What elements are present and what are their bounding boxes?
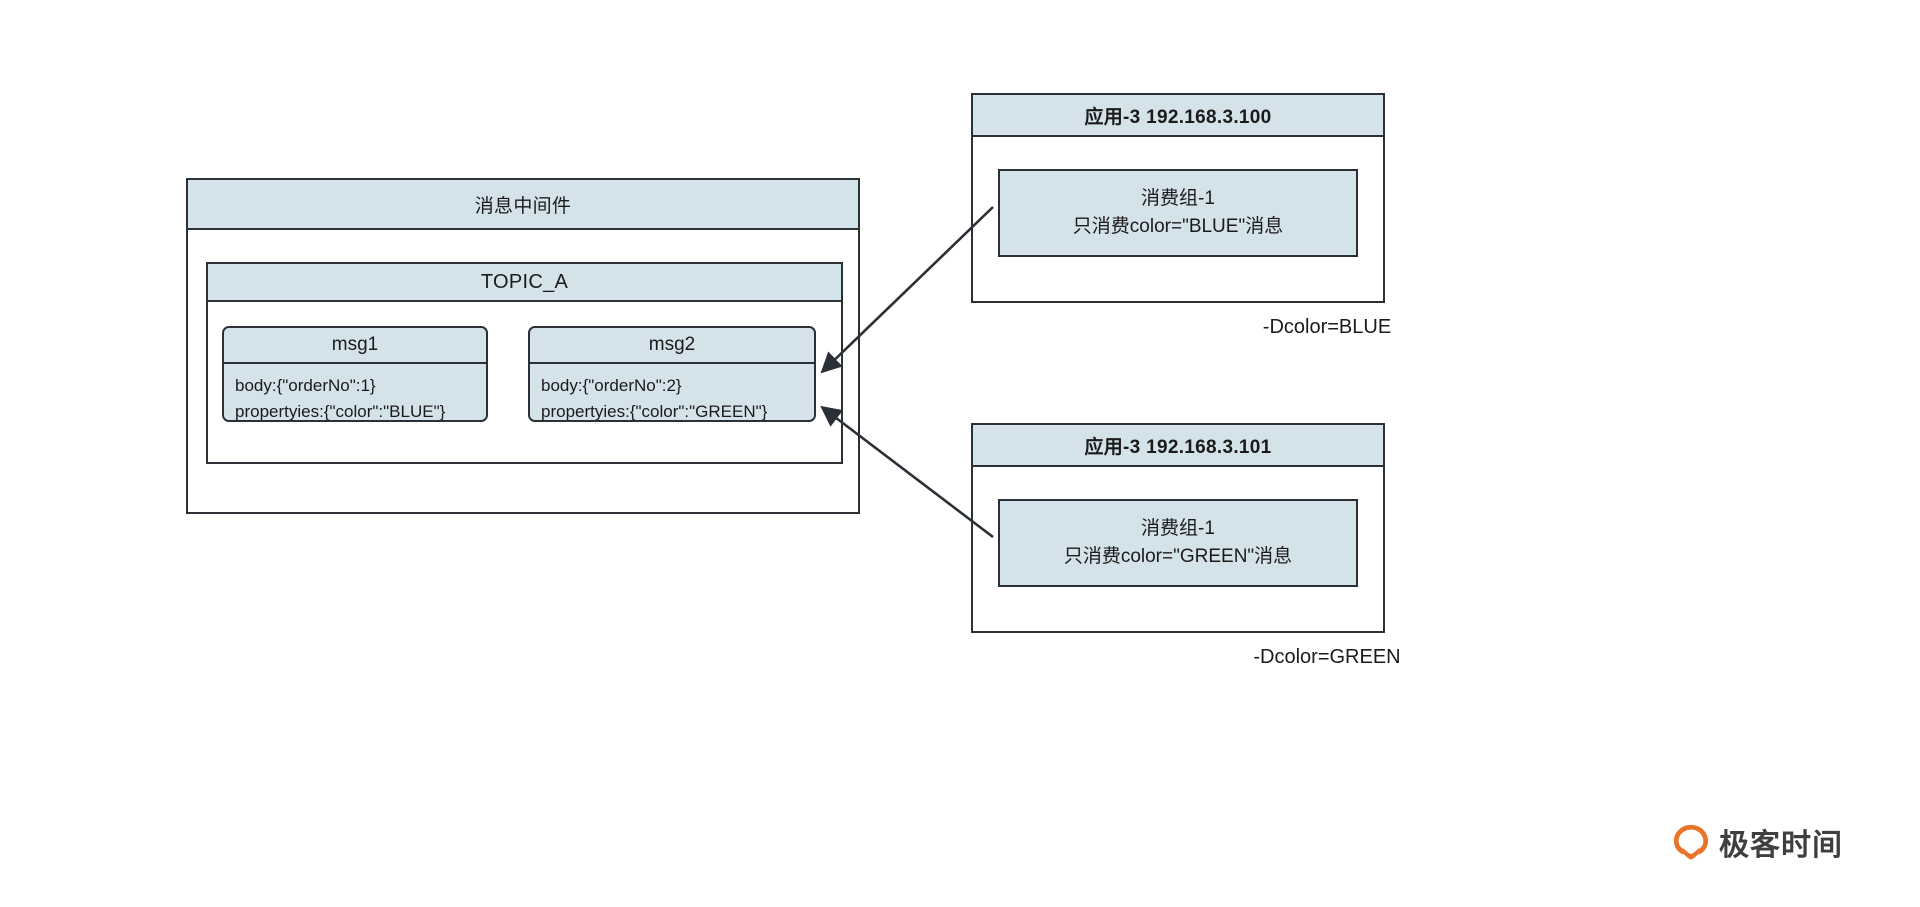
consumer-group-box-green: 消费组-1 只消费color="GREEN"消息 [998,499,1358,587]
message-body-msg2: body:{"orderNo":2} propertyies:{"color":… [530,364,814,422]
message-properties-line-msg2: propertyies:{"color":"GREEN"} [541,402,768,422]
consumer-group-rule-green: 只消费color="GREEN"消息 [1063,546,1293,567]
message-body-line-msg2: body:{"orderNo":2} [541,376,682,395]
jvm-flag-label-green: -Dcolor=GREEN [1253,646,1401,668]
message-body-line-msg1: body:{"orderNo":1} [235,376,376,395]
topic-title: TOPIC_A [208,264,841,302]
geekbang-circle-logo-icon [1673,824,1709,860]
message-middleware-box: 消息中间件 TOPIC_A msg1 body:{"orderNo":1} pr… [186,178,860,514]
consumer-group-name-green: 消费组-1 [1141,517,1215,539]
consumer-group-name-blue: 消费组-1 [1141,187,1215,209]
consumer-group-rule-blue: 只消费color="BLUE"消息 [1072,216,1284,237]
app-panel-192-168-3-100: 应用-3 192.168.3.100 消费组-1 只消费color="BLUE"… [971,93,1385,303]
message-card-msg1: msg1 body:{"orderNo":1} propertyies:{"co… [222,326,488,422]
message-card-msg2: msg2 body:{"orderNo":2} propertyies:{"co… [528,326,816,422]
consumer-group-box-blue: 消费组-1 只消费color="BLUE"消息 [998,169,1358,257]
message-body-msg1: body:{"orderNo":1} propertyies:{"color":… [224,364,486,422]
message-name-msg1: msg1 [224,328,486,364]
brand-name: 极客时间 [1719,829,1843,862]
app-panel-192-168-3-101: 应用-3 192.168.3.101 消费组-1 只消费color="GREEN… [971,423,1385,633]
app-title-192-168-3-101: 应用-3 192.168.3.101 [973,425,1383,467]
topic-box: TOPIC_A msg1 body:{"orderNo":1} property… [206,262,843,464]
app-title-192-168-3-100: 应用-3 192.168.3.100 [973,95,1383,137]
message-properties-line-msg1: propertyies:{"color":"BLUE"} [235,402,446,422]
message-name-msg2: msg2 [530,328,814,364]
message-middleware-title: 消息中间件 [188,180,858,230]
brand-logo: 极客时间 [1672,820,1843,864]
jvm-flag-label-blue: -Dcolor=BLUE [1262,316,1392,338]
